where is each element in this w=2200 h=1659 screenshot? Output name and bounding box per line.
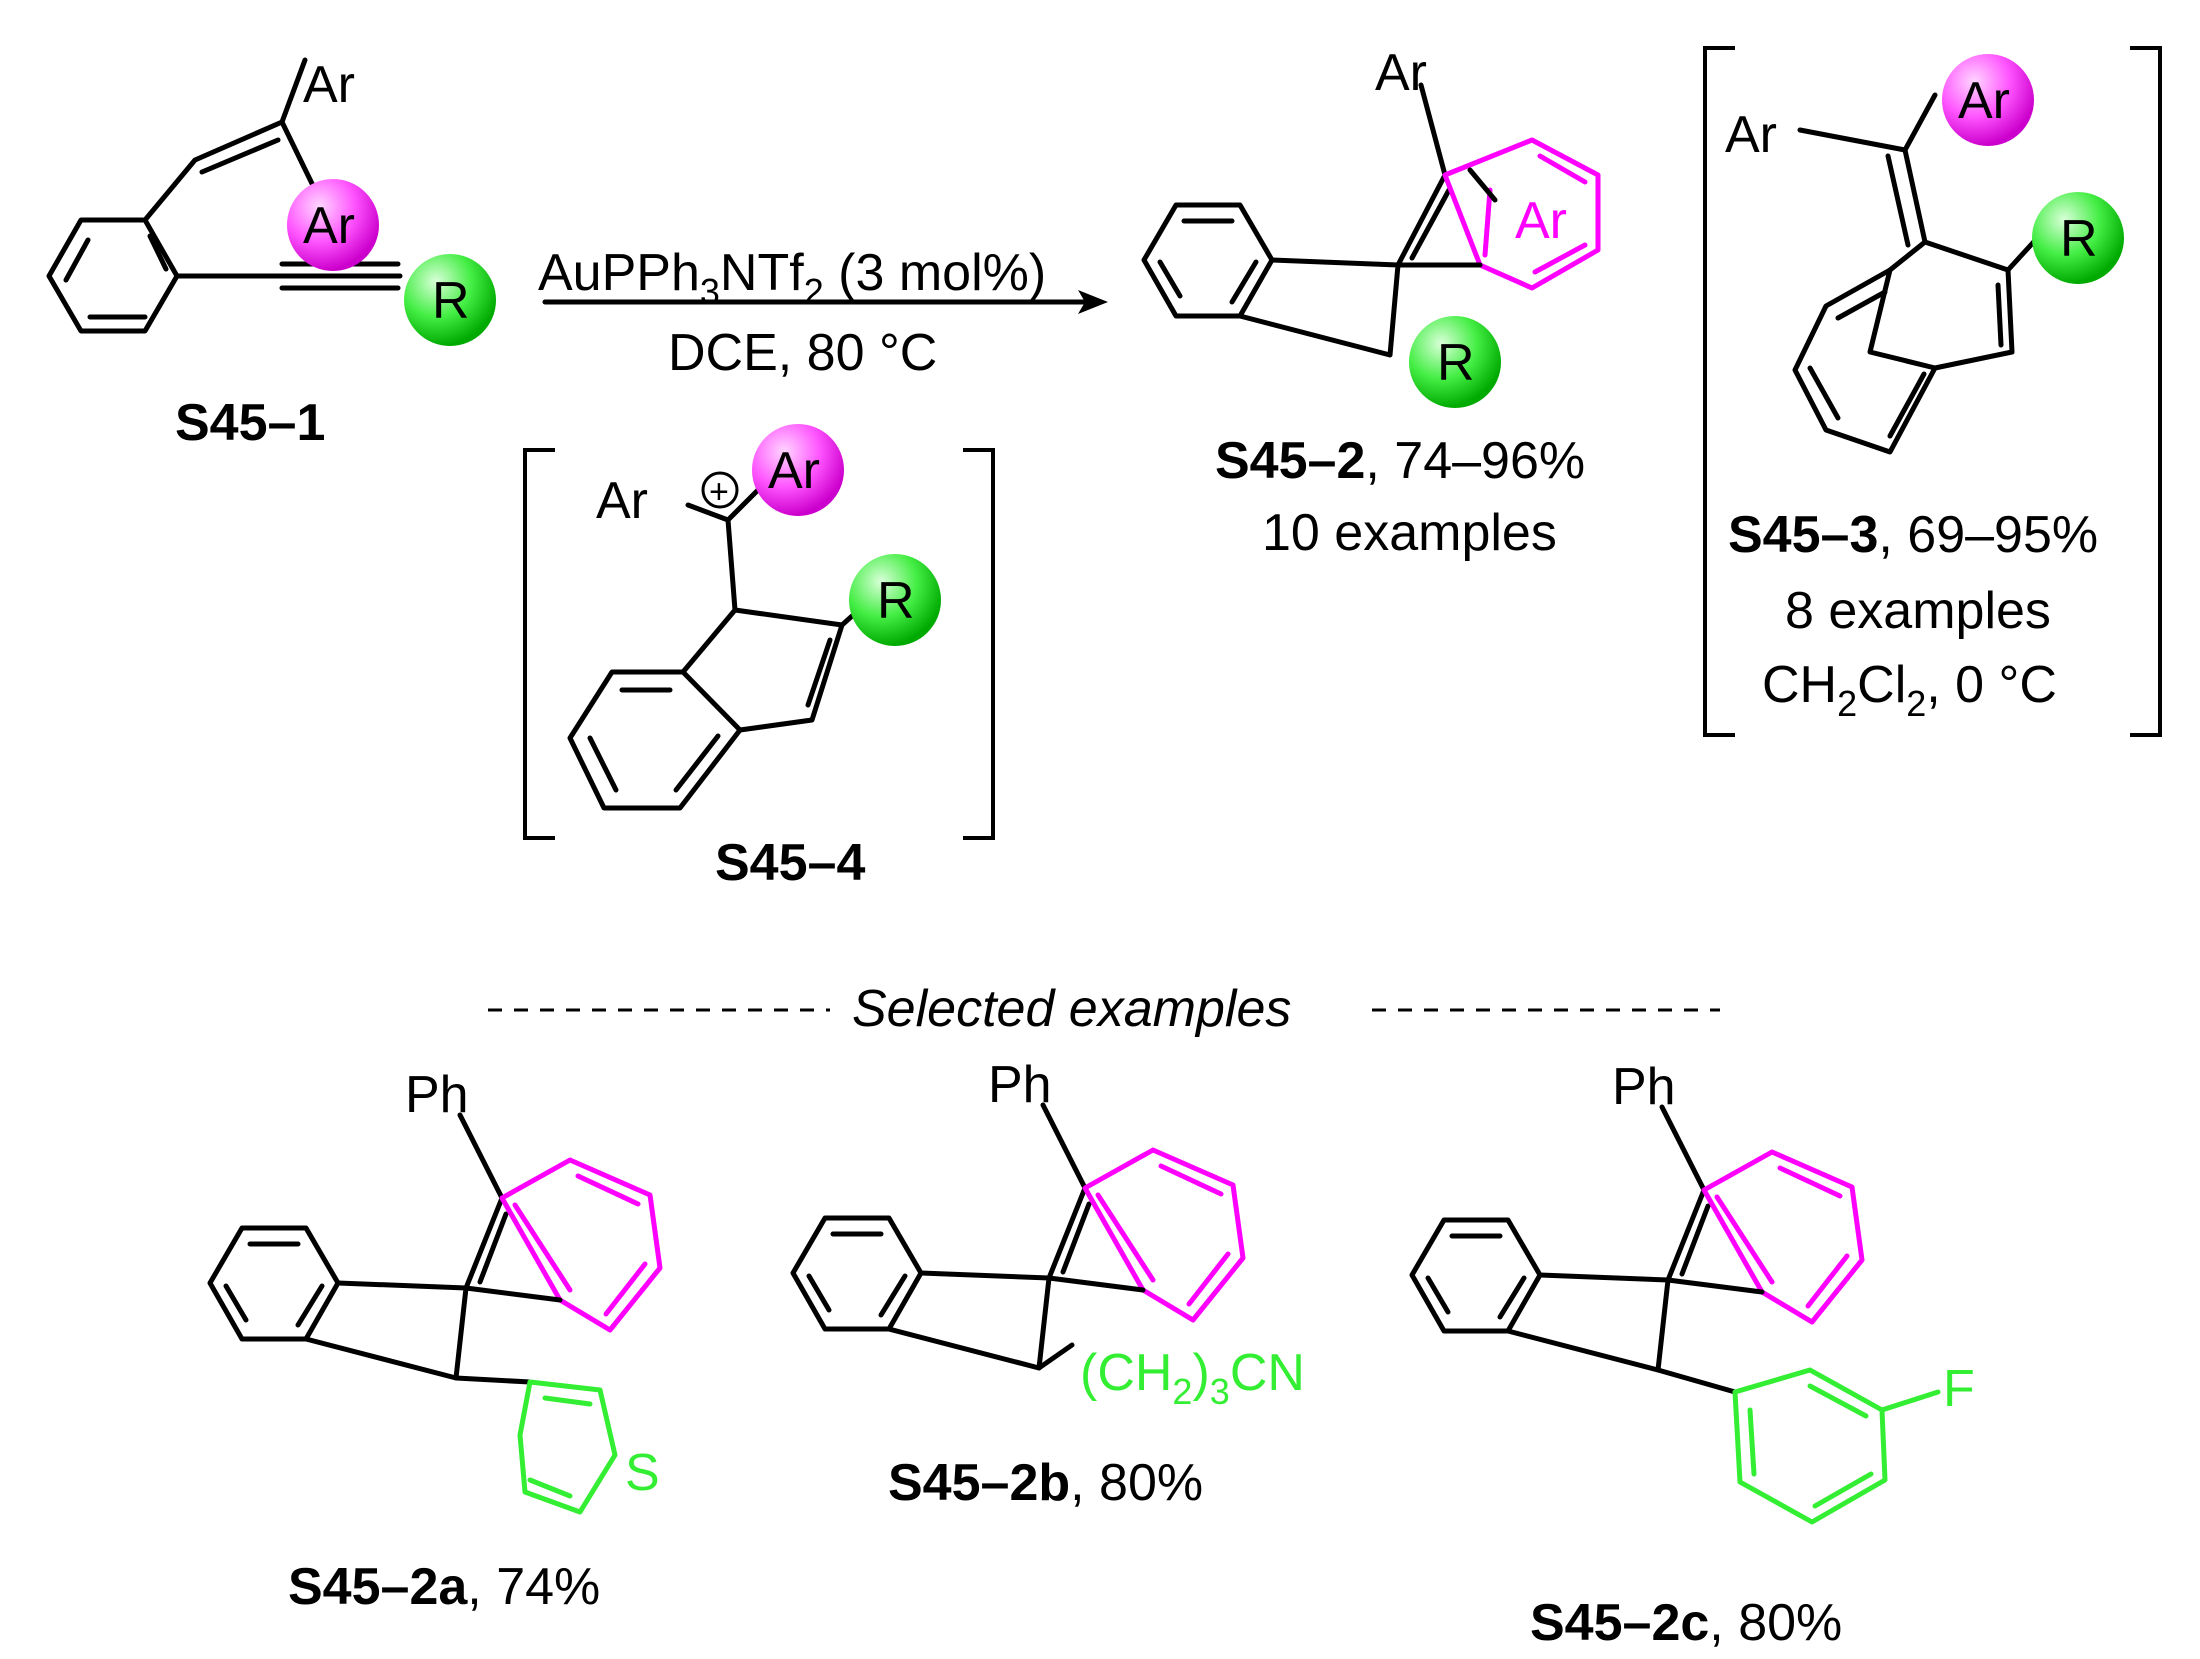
fluoro-label: F [1943,1360,1975,1418]
r-ball-label: R [2060,210,2098,268]
plus-charge-icon [701,471,739,509]
catalyst-label: AuPPh3NTf2 (3 mol%) [538,244,1046,312]
compound-label-s45-1: S45–1 [175,394,325,452]
ph-label: Ph [405,1066,469,1124]
cyanopropyl-label: (CH2)3CN [1080,1344,1305,1412]
conditions-s45-3: CH2Cl2, 0 °C [1762,656,2057,724]
structure-s45-4: + Ar Ar R S45–4 [523,424,995,892]
structure-s45-2b: Ph (CH2)3CN S45–2b, 80% [790,1056,1305,1512]
ar-label: Ar [1725,106,1777,164]
compound-label-s45-4: S45–4 [715,834,865,892]
ar-label: Ar [596,472,648,530]
r-ball-icon [849,554,941,646]
ar-ball-label: Ar [768,442,820,500]
ar-label: Ar [303,56,355,114]
structure-s45-2: Ar Ar R S45–2, 74–96% 10 examples [1141,44,1601,562]
ar-ball-icon [287,179,379,271]
ar-ring-label: Ar [1515,192,1567,250]
plus-charge-label: + [709,473,729,511]
r-ball-icon [1409,316,1501,408]
examples-count-s45-3: 8 examples [1785,582,2051,640]
thiophene-s-label: S [625,1444,660,1502]
reaction-arrow [542,290,1108,314]
r-ball-label: R [1437,334,1475,392]
r-ball-label: R [432,272,470,330]
compound-label-s45-2c: S45–2c, 80% [1530,1594,1842,1652]
conditions-label: DCE, 80 °C [668,324,937,382]
r-ball-icon [2032,192,2124,284]
compound-label-s45-2: S45–2, 74–96% [1215,432,1585,490]
compound-label-s45-3: S45–3, 69–95% [1728,506,2098,564]
compound-label-s45-2a: S45–2a, 74% [288,1558,600,1616]
r-ball-label: R [877,572,915,630]
structure-s45-2c: Ph F S45–2c, 80% [1409,1058,1975,1652]
structure-s45-1: Ar Ar R S45–1 [46,56,496,452]
ar-ball-label: Ar [1958,72,2010,130]
ph-label: Ph [1612,1058,1676,1116]
structure-s45-2a: Ph S S45–2a, 74% [207,1066,663,1616]
r-ball-icon [404,254,496,346]
ar-ball-label: Ar [303,197,355,255]
structure-s45-3: Ar Ar R S45–3, 69–95% 8 examples CH2Cl2,… [1703,46,2162,737]
ar-ball-icon [1942,54,2034,146]
examples-count-s45-2: 10 examples [1262,504,1557,562]
ar-label: Ar [1375,44,1427,102]
ar-ball-icon [752,424,844,516]
selected-examples-header: Selected examples [852,980,1291,1038]
ph-label: Ph [988,1056,1052,1114]
compound-label-s45-2b: S45–2b, 80% [888,1454,1203,1512]
